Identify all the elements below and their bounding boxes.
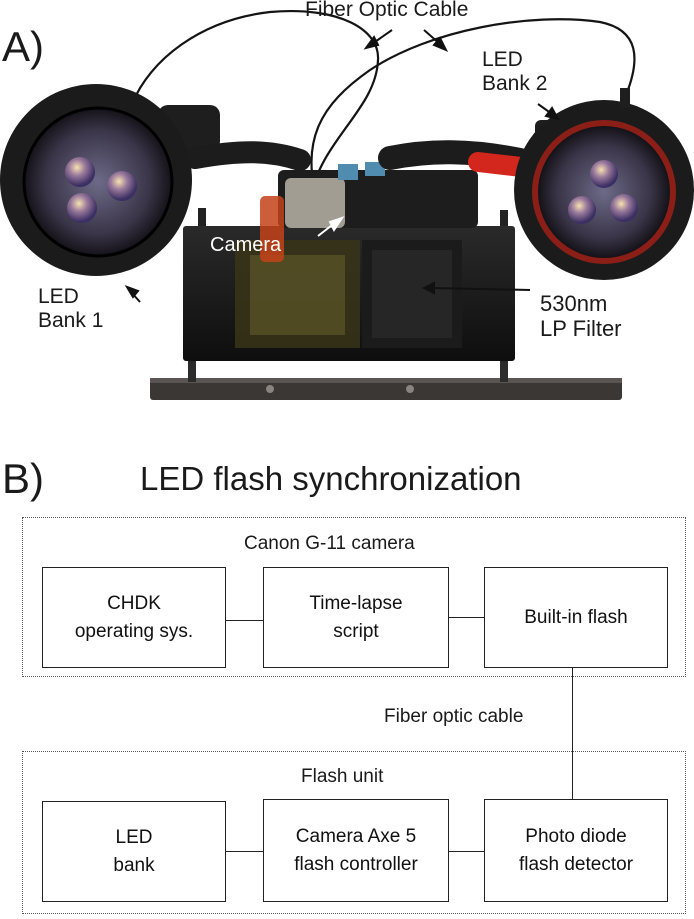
- led-bank-1: [0, 84, 311, 276]
- filter-line1: 530nm: [540, 291, 608, 316]
- led-bank-line1: LED: [115, 826, 153, 848]
- flash-unit-group-title: Flash unit: [301, 766, 384, 787]
- time-lapse-box: Time-lapse script: [263, 567, 449, 668]
- device-photo: [0, 10, 694, 400]
- photo-diode-box: Photo diode flash detector: [484, 799, 668, 902]
- time-lapse-line2: script: [333, 620, 379, 642]
- fiber-link: [572, 668, 573, 799]
- led-bank-1-label: LED Bank 1: [38, 285, 103, 332]
- led-bank-2-line1: LED: [482, 48, 523, 71]
- photo-diode-line1: Photo diode: [525, 825, 627, 847]
- base-rail: [150, 378, 622, 400]
- link-led-controller: [226, 851, 263, 852]
- camera-group: [22, 517, 686, 677]
- built-in-flash-box: Built-in flash: [484, 567, 668, 668]
- fiber-optic-label: Fiber Optic Cable: [305, 0, 469, 21]
- camera-group-title: Canon G-11 camera: [244, 533, 415, 554]
- led-bank-line2: bank: [113, 854, 155, 876]
- led-bank-box: LED bank: [42, 801, 226, 902]
- camera-axe-box: Camera Axe 5 flash controller: [263, 799, 449, 902]
- link-script-flash: [449, 617, 484, 618]
- panel-a-letter: A): [2, 23, 44, 70]
- led-bank-2-line2: Bank 2: [482, 71, 548, 95]
- filter-label: 530nm LP Filter: [540, 291, 622, 341]
- panel-b-letter: B): [2, 455, 44, 502]
- led-bank-1-line1: LED: [38, 285, 79, 308]
- time-lapse-line1: Time-lapse: [309, 592, 403, 614]
- led-bank-1-line2: Bank 1: [38, 308, 104, 332]
- diagram-title: LED flash synchronization: [140, 460, 522, 497]
- flash-unit-group: [22, 751, 686, 914]
- led-bank-2-label: LED Bank 2: [482, 48, 547, 95]
- link-chdk-script: [226, 620, 263, 621]
- fiber-cable-label: Fiber optic cable: [384, 706, 524, 727]
- chdk-box: CHDK operating sys.: [42, 567, 226, 668]
- link-controller-detector: [449, 851, 484, 852]
- chdk-line1: CHDK: [107, 592, 161, 614]
- filter-line2: LP Filter: [540, 315, 622, 341]
- photo-diode-line2: flash detector: [518, 853, 634, 875]
- fiber-cable-left: [130, 10, 380, 201]
- camera-label: Camera: [210, 234, 282, 256]
- chdk-line2: operating sys.: [74, 620, 194, 642]
- built-in-flash-line1: Built-in flash: [524, 606, 628, 628]
- camera-axe-line2: flash controller: [294, 853, 418, 875]
- led-bank-2: [378, 88, 694, 280]
- annotation-arrows: [124, 29, 560, 303]
- camera-axe-line1: Camera Axe 5: [295, 825, 417, 847]
- fiber-cable-right: [310, 18, 636, 206]
